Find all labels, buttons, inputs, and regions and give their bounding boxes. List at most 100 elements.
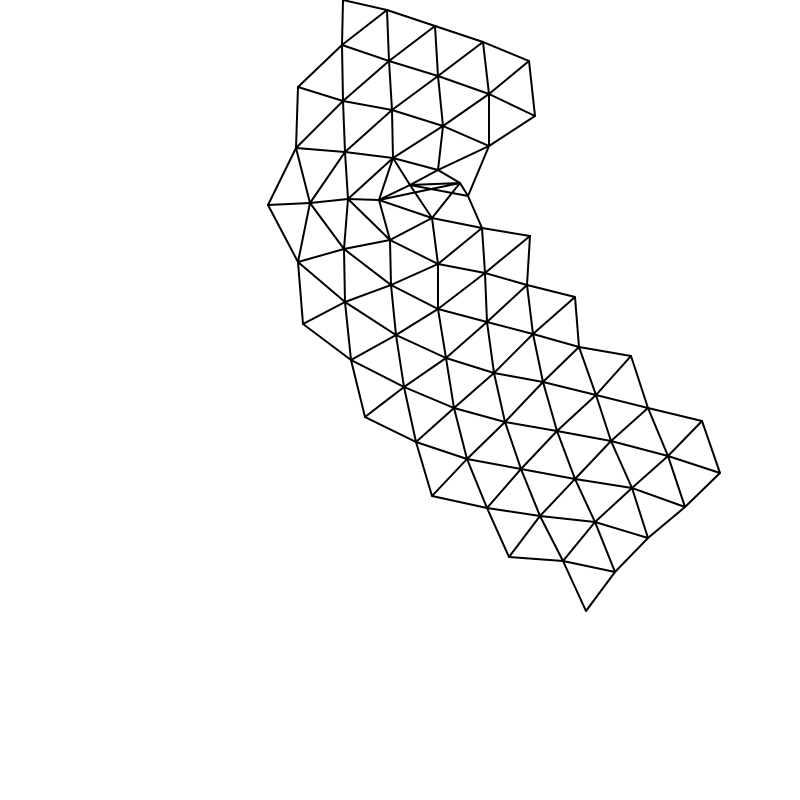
mesh-edge-71 (297, 248, 345, 263)
mesh-edge-162 (631, 487, 686, 508)
mesh-edge-69 (309, 202, 345, 250)
mesh-edge-184 (562, 560, 616, 573)
mesh-edge-3 (434, 25, 484, 43)
mesh-edge-149 (453, 407, 468, 460)
mesh-edge-111 (486, 321, 495, 374)
mesh-edge-55 (409, 182, 461, 186)
mesh-edge-131 (453, 372, 495, 409)
mesh-edge-11 (488, 60, 530, 95)
mesh-edge-39 (392, 157, 439, 171)
mesh-edge-5 (386, 9, 390, 62)
mesh-edge-178 (486, 507, 510, 558)
mesh-edge-180 (539, 515, 564, 562)
mesh-edge-0 (341, 0, 344, 46)
mesh-edge-179 (508, 515, 541, 558)
mesh-edge-61 (378, 199, 433, 219)
mesh-edge-70 (343, 198, 349, 250)
mesh-edge-182 (562, 521, 596, 562)
mesh-edge-60 (431, 182, 461, 219)
mesh-edge-139 (556, 430, 612, 442)
mesh-edge-120 (595, 355, 632, 396)
mesh-edge-25 (437, 75, 444, 127)
mesh-edge-44 (309, 151, 346, 204)
mesh-edge-87 (390, 263, 439, 286)
mesh-edge-158 (610, 440, 633, 489)
mesh-edge-19 (341, 44, 344, 102)
mesh-edge-113 (493, 333, 534, 374)
mesh-edge-26 (442, 93, 490, 127)
mesh-edge-119 (542, 381, 597, 396)
mesh-edge-23 (391, 75, 439, 111)
mesh-edge-161 (667, 455, 686, 508)
mesh-edge-145 (667, 455, 721, 474)
mesh-edge-4 (482, 41, 530, 62)
mesh-edge-169 (520, 468, 541, 517)
mesh-edge-54 (437, 169, 461, 184)
mesh-edge-49 (309, 198, 349, 204)
mesh-edge-144 (701, 420, 721, 474)
mesh-edge-157 (574, 440, 612, 480)
mesh-edge-102 (302, 323, 352, 361)
mesh-edge-38 (437, 125, 444, 171)
mesh-edge-6 (434, 25, 439, 77)
mesh-edge-79 (526, 235, 531, 286)
mesh-edge-150 (415, 441, 468, 460)
mesh-edge-86 (389, 239, 392, 286)
mesh-edge-13 (341, 44, 390, 62)
mesh-edge-125 (350, 359, 405, 388)
mesh-edge-17 (488, 93, 536, 117)
mesh-edge-24 (391, 109, 444, 127)
mesh-edge-72 (343, 239, 391, 250)
mesh-edge-101 (302, 301, 346, 325)
mesh-edge-122 (595, 394, 649, 409)
mesh-edge-74 (431, 217, 439, 265)
mesh-edge-108 (395, 334, 447, 359)
mesh-edge-37 (392, 125, 444, 159)
mesh-edge-59 (409, 184, 433, 219)
mesh-edge-187 (585, 571, 616, 612)
mesh-edge-21 (342, 100, 393, 111)
mesh-edge-35 (391, 109, 394, 159)
mesh-edge-166 (466, 458, 488, 509)
mesh-edge-16 (528, 60, 536, 117)
mesh-edge-112 (445, 357, 495, 374)
mesh-edge-9 (388, 25, 436, 62)
mesh-edge-77 (481, 227, 486, 274)
mesh-edge-129 (403, 386, 455, 409)
mesh-edge-56 (409, 184, 469, 197)
mesh-edge-42 (267, 147, 297, 206)
mesh-edge-106 (350, 334, 397, 361)
mesh-edge-100 (532, 333, 580, 348)
mesh-edge-62 (467, 195, 483, 229)
mesh-edge-137 (556, 394, 597, 432)
mesh-edge-174 (594, 487, 633, 523)
mesh-edge-18 (297, 86, 344, 102)
mesh-edge-107 (395, 308, 439, 336)
mesh-edge-1 (342, 0, 388, 11)
mesh-edge-57 (459, 182, 469, 197)
mesh-edge-143 (667, 420, 703, 457)
mesh-edge-104 (344, 301, 397, 336)
mesh-edge-75 (437, 227, 483, 265)
mesh-edge-175 (631, 487, 649, 539)
mesh-edge-172 (574, 478, 596, 523)
mesh-edge-68 (297, 202, 311, 263)
mesh-edge-110 (445, 321, 488, 359)
mesh-edge-15 (437, 75, 490, 95)
mesh-edge-114 (532, 333, 544, 383)
mesh-edge-8 (341, 9, 388, 46)
mesh-edge-128 (403, 357, 447, 388)
mesh-edge-7 (482, 41, 490, 95)
mesh-edge-167 (431, 495, 488, 509)
mesh-edge-20 (342, 60, 390, 102)
mesh-edge-105 (390, 284, 397, 336)
mesh-edge-126 (395, 334, 405, 388)
mesh-edge-177 (647, 506, 686, 539)
mesh-edge-10 (437, 41, 484, 77)
mesh-edge-43 (295, 147, 311, 204)
mesh-edge-171 (539, 478, 576, 517)
mesh-edge-138 (595, 394, 612, 442)
mesh-edge-63 (431, 217, 483, 229)
mesh-edge-29 (488, 115, 536, 147)
